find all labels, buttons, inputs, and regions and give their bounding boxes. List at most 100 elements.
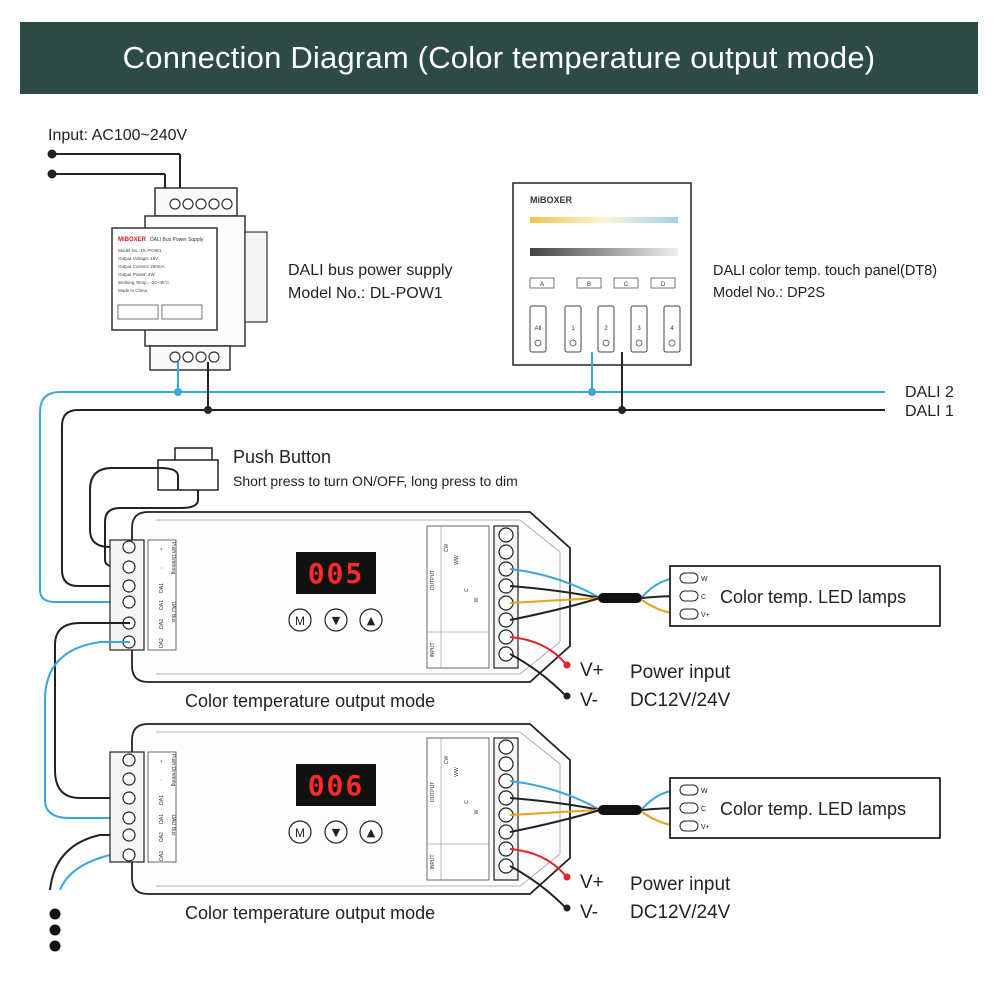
controller-1-power-title: Power input bbox=[630, 662, 731, 683]
lamp-1-pin-0: W bbox=[701, 576, 708, 583]
push-button-desc: Short press to turn ON/OFF, long press t… bbox=[233, 473, 518, 489]
lamp-1: W C V+ bbox=[669, 565, 941, 627]
controller-1-output-label: OUTPUT bbox=[430, 570, 436, 591]
controller-2-buttons bbox=[288, 820, 383, 844]
controller-1-outcol-0: CW bbox=[444, 544, 450, 553]
power-supply-bottom-terminals bbox=[169, 351, 220, 363]
controller-1-term-5: DA2 bbox=[159, 638, 165, 648]
zone-key-all-label: All bbox=[535, 326, 542, 332]
controller-1-down-button[interactable] bbox=[324, 608, 348, 632]
power-supply-model: Model No.: DL-POW1 bbox=[288, 285, 443, 302]
controller-2-down-button[interactable] bbox=[324, 820, 348, 844]
power-supply-spec-2: Output Current: 250mA bbox=[118, 264, 165, 269]
controller-1-outcol-1: WW bbox=[454, 555, 460, 565]
controller-2-power-value: DC12V/24V bbox=[630, 902, 731, 923]
power-supply-spec-4: Working Temp.: -20~45°C bbox=[118, 280, 170, 285]
zone-key-3-label: 3 bbox=[637, 326, 641, 332]
controller-2-m-button[interactable] bbox=[288, 820, 312, 844]
controller-1-outcol-3: W bbox=[474, 597, 480, 602]
power-supply-top-terminals bbox=[169, 198, 233, 210]
controller-2-dali-bus-label: DALI Bus bbox=[170, 814, 176, 836]
power-supply-spec-5: Made in China bbox=[118, 288, 148, 293]
zone-key-3 bbox=[630, 305, 648, 353]
controller-2-outcol-1: WW bbox=[454, 767, 460, 777]
zone-key-1 bbox=[564, 305, 582, 353]
zone-key-4-label: 4 bbox=[670, 326, 674, 332]
cct-slider bbox=[530, 217, 678, 223]
touch-panel-model: Model No.: DP2S bbox=[713, 285, 825, 301]
controller-2-term-1: - bbox=[159, 779, 165, 781]
input-label: Input: AC100~240V bbox=[48, 127, 188, 144]
zone-keys: All 1 2 3 4 bbox=[529, 305, 681, 353]
controller-2-vplus: V+ bbox=[580, 872, 604, 893]
scene-key-d bbox=[650, 277, 676, 289]
controller-2-term-5: DA2 bbox=[159, 851, 165, 861]
power-supply-face-title: DALI Bus Power Supply bbox=[150, 237, 204, 243]
controller-2-caption: Color temperature output mode bbox=[185, 903, 435, 923]
zone-key-all bbox=[529, 305, 547, 353]
controller-1-right-terminals bbox=[493, 525, 519, 669]
zone-key-2 bbox=[597, 305, 615, 353]
power-supply-brand: MiBOXER bbox=[118, 237, 147, 243]
controller-2-m-label: M bbox=[295, 826, 305, 840]
dali2-label: DALI 2 bbox=[905, 384, 954, 401]
controller-1-buttons bbox=[288, 608, 383, 632]
diagram-title: Connection Diagram (Color temperature ou… bbox=[122, 40, 876, 75]
lamp-2-label: Color temp. LED lamps bbox=[720, 799, 906, 819]
controller-1-input-label: INPUT bbox=[430, 643, 436, 658]
controller-1-power-value: DC12V/24V bbox=[630, 690, 731, 711]
lamp-1-label: Color temp. LED lamps bbox=[720, 587, 906, 607]
controller-1-vminus: V- bbox=[580, 690, 598, 711]
controller-1-term-1: - bbox=[159, 567, 165, 569]
ac-input-wires bbox=[47, 149, 181, 200]
controller-2-term-3: DA1 bbox=[159, 814, 165, 824]
controller-1-term-4: DA2 bbox=[159, 619, 165, 629]
controller-2-display bbox=[296, 764, 376, 806]
dali-power-supply: MiBOXER DALI Bus Power Supply Model No.:… bbox=[111, 187, 268, 371]
controller-2-left-terminals bbox=[122, 753, 136, 862]
dali-bus bbox=[39, 352, 885, 603]
controller-2-output-label: OUTPUT bbox=[430, 782, 436, 803]
lamp-2-pin-2: V+ bbox=[701, 824, 710, 831]
controller-2-up-label: ▲ bbox=[367, 826, 376, 839]
controller-2-up-button[interactable] bbox=[359, 820, 383, 844]
controller-1-m-button[interactable] bbox=[288, 608, 312, 632]
controller-2-display-digits: 006 bbox=[308, 769, 365, 802]
push-button-device bbox=[89, 447, 219, 568]
controller-2-term-4: DA2 bbox=[159, 832, 165, 842]
push-button-title: Push Button bbox=[233, 447, 331, 467]
controller-1-caption: Color temperature output mode bbox=[185, 691, 435, 711]
inter-controller-wires bbox=[44, 622, 130, 891]
controller-1-up-button[interactable] bbox=[359, 608, 383, 632]
controller-2-term-2: DA1 bbox=[159, 795, 165, 805]
controller-1-dali-bus-label: DALI Bus bbox=[170, 601, 176, 623]
controller-2-input-label: INPUT bbox=[430, 855, 436, 870]
lamp-2-pin-1: C bbox=[701, 806, 706, 813]
scene-key-b bbox=[576, 277, 602, 289]
scene-key-b-label: B bbox=[587, 282, 591, 288]
lamp-2-pin-0: W bbox=[701, 788, 708, 795]
controller-2-outcol-3: W bbox=[474, 809, 480, 814]
continuation-dots bbox=[49, 908, 61, 952]
controller-1-up-label: ▲ bbox=[367, 614, 376, 627]
controller-2-outcol-0: CW bbox=[444, 756, 450, 765]
controller-1-term-0: + bbox=[159, 547, 165, 550]
touch-panel-brand: MiBOXER bbox=[530, 195, 573, 205]
controller-1-term-2: DA1 bbox=[159, 583, 165, 593]
controller-1-push-dimming-label: Push Dimming bbox=[170, 542, 176, 575]
controller-1-outcol-2: C bbox=[464, 588, 470, 592]
diagram-header: Connection Diagram (Color temperature ou… bbox=[20, 22, 978, 94]
controller-1: + - DA1 DA1 DA2 DA2 Push Dimming DALI Bu… bbox=[109, 511, 571, 683]
controller-2-term-0: + bbox=[159, 759, 165, 762]
power-supply-spec-1: Output Voltage: 16V bbox=[118, 256, 158, 261]
controller-1-display bbox=[296, 552, 376, 594]
controller-1-vplus: V+ bbox=[580, 660, 604, 681]
controller-1-m-label: M bbox=[295, 614, 305, 628]
dali1-label: DALI 1 bbox=[905, 403, 954, 420]
controller-1-display-digits: 005 bbox=[308, 557, 365, 590]
controller-2-output-wires bbox=[509, 780, 683, 912]
scene-key-d-label: D bbox=[661, 282, 666, 288]
touch-panel-name: DALI color temp. touch panel(DT8) bbox=[713, 263, 937, 279]
controller-1-term-3: DA1 bbox=[159, 600, 165, 610]
